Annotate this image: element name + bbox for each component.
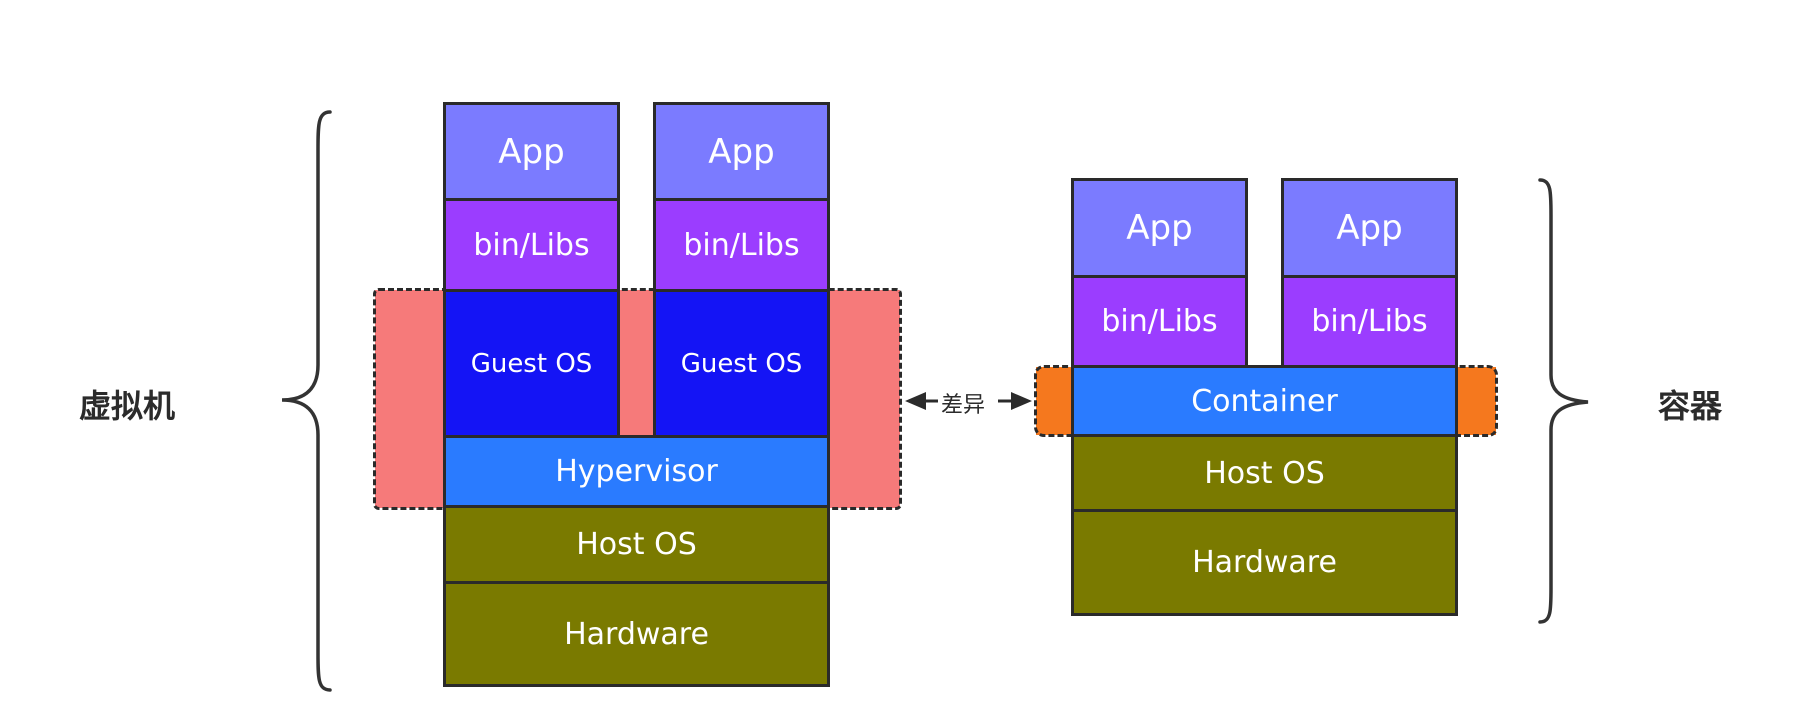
container-app-1-label: App: [1126, 208, 1193, 248]
container-side-label: 容器: [1658, 387, 1723, 425]
vm-app-1-label: App: [498, 131, 565, 172]
vm-guest-os-2: Guest OS: [653, 289, 830, 438]
vm-side-label: 虚拟机: [79, 387, 176, 425]
container-hardware: Hardware: [1071, 509, 1458, 616]
container-host-os-label: Host OS: [1204, 455, 1325, 491]
difference-label: 差异: [941, 393, 986, 418]
container-app-2: App: [1281, 178, 1458, 278]
container-app-2-label: App: [1336, 208, 1403, 248]
vm-guest-os-1: Guest OS: [443, 289, 620, 438]
container-libs-1-label: bin/Libs: [1101, 304, 1218, 339]
vm-app-2: App: [653, 102, 830, 201]
vm-hardware: Hardware: [443, 581, 830, 687]
container-libs-2-label: bin/Libs: [1311, 304, 1428, 339]
vm-hypervisor-label: Hypervisor: [555, 454, 718, 489]
container-hardware-label: Hardware: [1192, 545, 1337, 580]
vm-libs-2: bin/Libs: [653, 198, 830, 292]
vm-libs-1: bin/Libs: [443, 198, 620, 292]
vm-libs-2-label: bin/Libs: [683, 227, 800, 263]
vm-guest-os-1-label: Guest OS: [470, 348, 593, 379]
container-libs-1: bin/Libs: [1071, 275, 1248, 368]
vm-hardware-label: Hardware: [564, 616, 709, 652]
diff-arrow-left-head: [905, 392, 926, 410]
container-brace: [1538, 178, 1589, 624]
vm-libs-1-label: bin/Libs: [473, 227, 590, 263]
container-runtime: Container: [1071, 365, 1458, 437]
container-runtime-label: Container: [1191, 383, 1338, 419]
diff-arrow-right-head: [1011, 392, 1032, 410]
vm-guest-os-2-label: Guest OS: [680, 348, 803, 379]
container-app-1: App: [1071, 178, 1248, 278]
vm-brace: [281, 110, 332, 692]
vm-host-os-label: Host OS: [576, 527, 697, 562]
vm-app-2-label: App: [708, 131, 775, 172]
